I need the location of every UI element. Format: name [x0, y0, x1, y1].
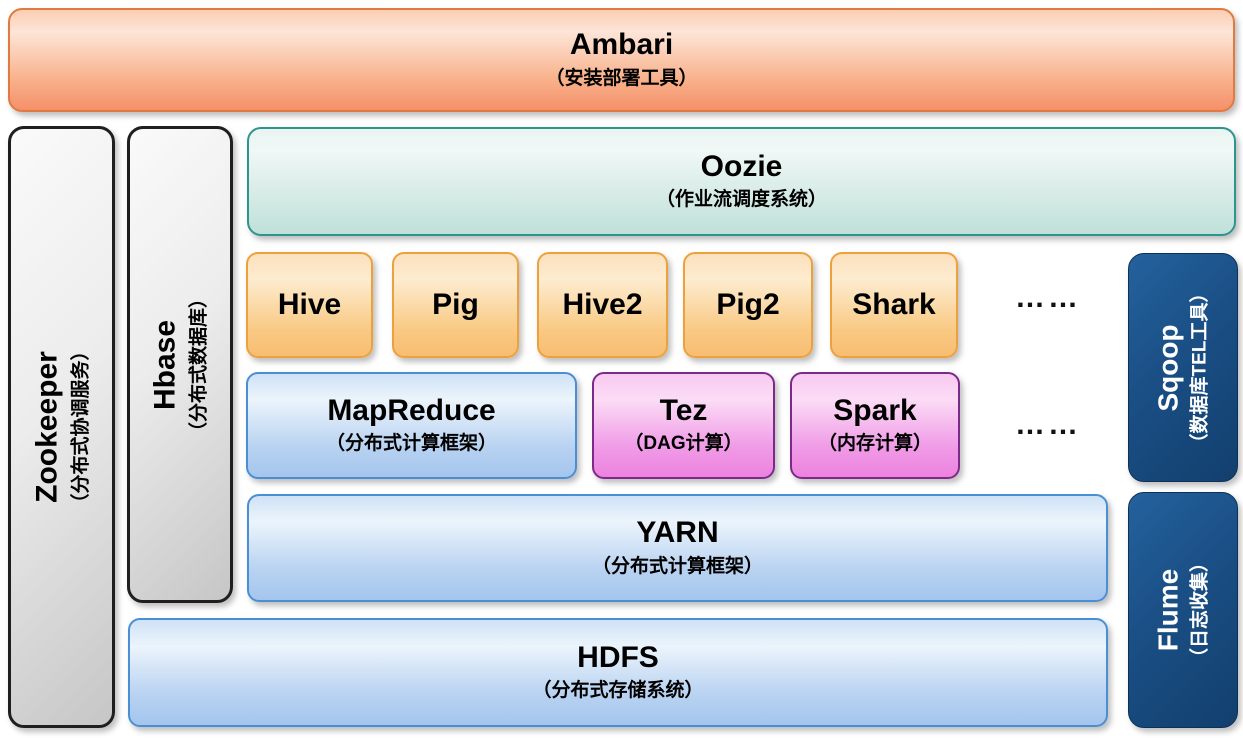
oozie-name: Oozie — [700, 149, 783, 183]
yarn-subtitle: （分布式计算框架） — [591, 555, 763, 577]
hive2-box: Hive2 — [537, 252, 668, 358]
oozie-box: Oozie （作业流调度系统） — [247, 127, 1236, 236]
tez-box: Tez （DAG计算） — [592, 372, 775, 479]
oozie-subtitle: （作业流调度系统） — [655, 189, 827, 211]
sqoop-name: Sqoop — [1152, 323, 1184, 412]
tez-subtitle: （DAG计算） — [624, 433, 743, 455]
yarn-name: YARN — [636, 516, 719, 550]
tez-name: Tez — [659, 393, 708, 427]
ambari-subtitle: （安装部署工具） — [545, 67, 698, 89]
mapreduce-box: MapReduce （分布式计算框架） — [246, 372, 577, 479]
yarn-box: YARN （分布式计算框架） — [247, 494, 1108, 602]
shark-box: Shark — [830, 252, 958, 358]
zookeeper-name: Zookeeper — [29, 351, 63, 503]
zookeeper-subtitle: （分布式协调服务） — [69, 341, 91, 513]
mapreduce-subtitle: （分布式计算框架） — [325, 433, 497, 455]
pig-name: Pig — [432, 287, 479, 321]
ellipsis-bottom: …… — [1015, 408, 1081, 441]
hdfs-name: HDFS — [577, 640, 659, 674]
hbase-vertical-text: Hbase （分布式数据库） — [148, 288, 211, 440]
mapreduce-name: MapReduce — [327, 393, 496, 427]
spark-subtitle: （内存计算） — [817, 433, 932, 455]
ambari-name: Ambari — [569, 28, 674, 62]
hive-box: Hive — [246, 252, 373, 358]
zookeeper-box: Zookeeper （分布式协调服务） — [8, 126, 115, 728]
ellipsis-top: …… — [1015, 281, 1081, 314]
shark-name: Shark — [852, 287, 936, 321]
flume-subtitle: （日志收集） — [1189, 552, 1211, 668]
hbase-name: Hbase — [148, 319, 182, 410]
pig-box: Pig — [392, 252, 519, 358]
sqoop-vertical-text: Sqoop （数据库TEL工具） — [1153, 283, 1214, 452]
flume-box: Flume （日志收集） — [1128, 492, 1238, 728]
sqoop-box: Sqoop （数据库TEL工具） — [1128, 253, 1238, 482]
flume-name: Flume — [1152, 568, 1184, 652]
hdfs-subtitle: （分布式存储系统） — [532, 680, 704, 702]
spark-name: Spark — [833, 393, 917, 427]
zookeeper-vertical-text: Zookeeper （分布式协调服务） — [30, 341, 93, 512]
hive2-name: Hive2 — [562, 287, 643, 321]
pig2-name: Pig2 — [716, 287, 780, 321]
hbase-box: Hbase （分布式数据库） — [127, 126, 233, 603]
sqoop-subtitle: （数据库TEL工具） — [1189, 283, 1211, 452]
ambari-box: Ambari （安装部署工具） — [8, 8, 1235, 112]
spark-box: Spark （内存计算） — [790, 372, 960, 479]
flume-vertical-text: Flume （日志收集） — [1153, 553, 1214, 667]
pig2-box: Pig2 — [683, 252, 813, 358]
hbase-subtitle: （分布式数据库） — [187, 288, 209, 441]
hive-name: Hive — [277, 287, 342, 321]
hdfs-box: HDFS （分布式存储系统） — [128, 618, 1108, 727]
